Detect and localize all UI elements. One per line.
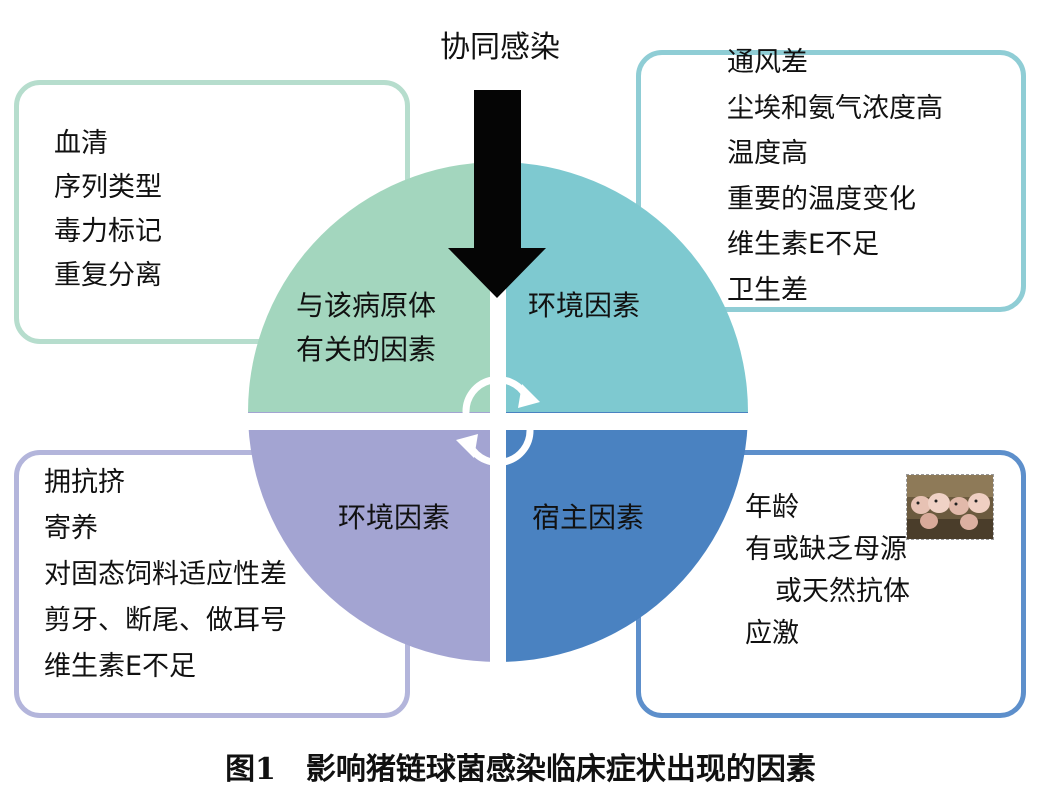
list-item: 年龄 [745, 492, 799, 523]
list-item: 重复分离 [54, 260, 162, 291]
environment-factor-list-top: 通风差 尘埃和氨气浓度高 温度高 重要的温度变化 维生素E不足 卫生差 [727, 40, 943, 313]
pathogen-factor-list: 血清 序列类型 毒力标记 重复分离 [54, 122, 162, 298]
host-factor-list: 年龄 有或缺乏母源 或天然抗体 应激 [745, 487, 910, 655]
coinfection-arrow-icon [448, 90, 546, 298]
cycle-arrow-head-icon [456, 434, 478, 458]
list-item: 卫生差 [727, 274, 808, 306]
list-item: 维生素E不足 [44, 651, 197, 682]
list-item: 应激 [745, 618, 799, 649]
quadrant-label-environment-top: 环境因素 [528, 289, 641, 322]
quadrant-label-host: 宿主因素 [532, 501, 645, 534]
quadrant-label-environment-bottom: 环境因素 [338, 501, 451, 534]
cycle-arrow-head-icon [518, 384, 540, 408]
list-item: 寄养 [44, 513, 98, 544]
list-item: 维生素E不足 [727, 229, 880, 260]
list-item: 拥抗挤 [44, 467, 125, 498]
coinfection-label: 协同感染 [440, 30, 560, 65]
figure-caption: 图1 影响猪链球菌感染临床症状出现的因素 [225, 752, 816, 787]
quadrant-environment-top [498, 162, 748, 412]
list-item: 或天然抗体 [775, 576, 910, 607]
list-item: 重要的温度变化 [727, 183, 916, 215]
list-item: 序列类型 [54, 172, 162, 203]
list-item: 通风差 [727, 47, 808, 78]
list-item: 对固态饲料适应性差 [44, 559, 287, 590]
list-item: 温度高 [727, 138, 808, 169]
quadrant-environment-bottom [248, 412, 498, 662]
quadrant-pathogen [248, 162, 498, 412]
cycle-arrows-icon [462, 376, 534, 466]
pathogen-factors-box [14, 80, 410, 344]
quadrant-host [498, 412, 748, 662]
list-item: 剪牙、断尾、做耳号 [44, 605, 287, 636]
environment-factor-list-bottom: 拥抗挤 寄养 对固态饲料适应性差 剪牙、断尾、做耳号 维生素E不足 [44, 460, 287, 690]
list-item: 血清 [54, 128, 108, 159]
piglets-photo-icon [906, 474, 994, 540]
list-item: 尘埃和氨气浓度高 [727, 92, 943, 124]
list-item: 毒力标记 [54, 216, 162, 247]
list-item: 有或缺乏母源 [745, 534, 907, 565]
quadrant-label-pathogen: 与该病原体 有关的因素 [296, 289, 437, 366]
